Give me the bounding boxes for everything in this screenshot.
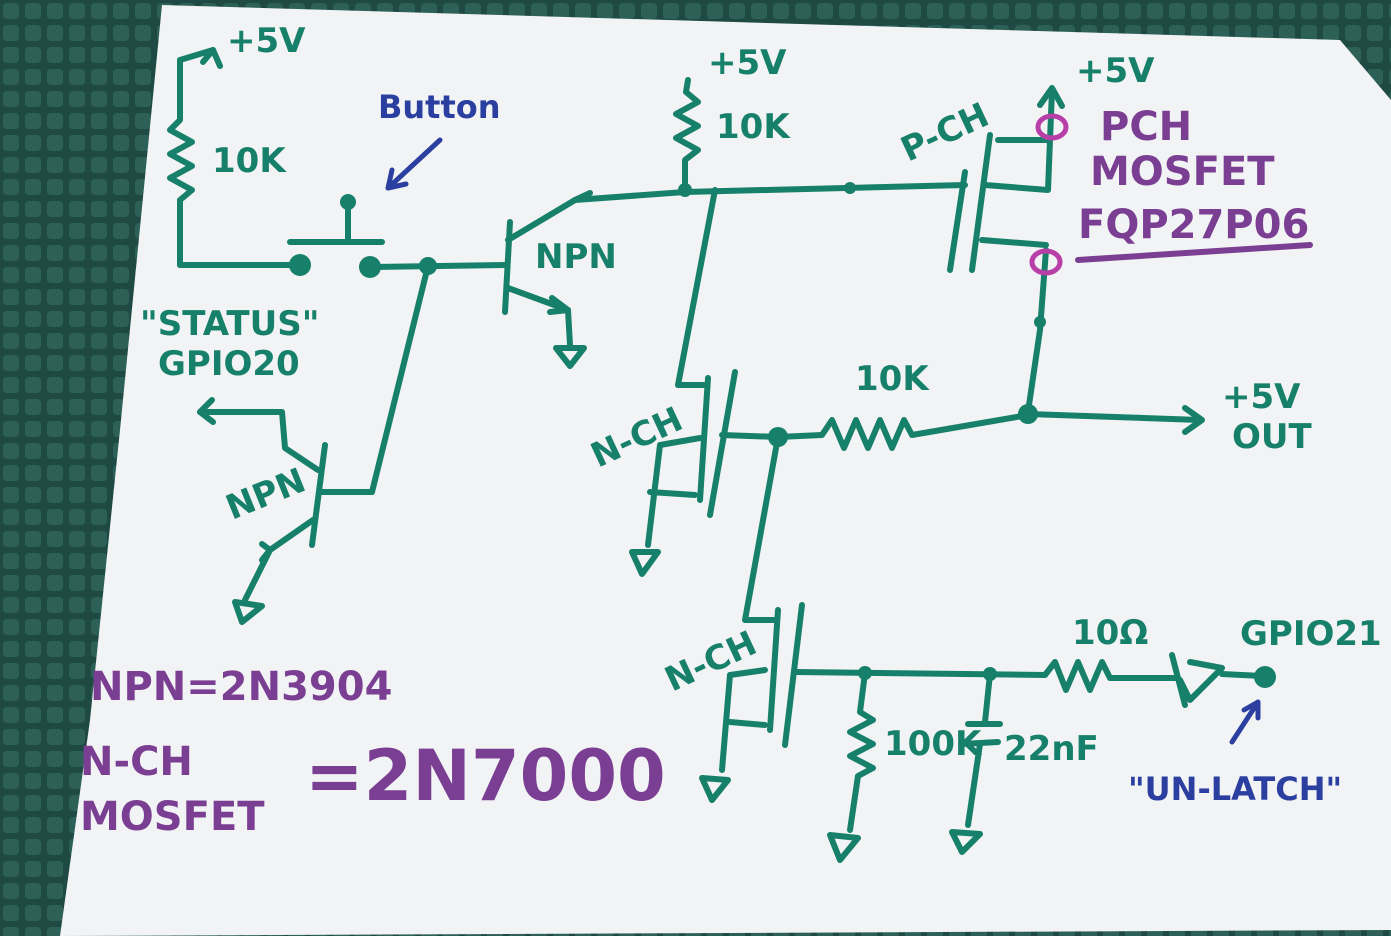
label-10k-bottom: 10K bbox=[855, 359, 930, 399]
label-npn-top: NPN bbox=[535, 237, 617, 277]
label-5v-out: +5V bbox=[1222, 377, 1301, 417]
label-out: OUT bbox=[1232, 417, 1313, 457]
label-pch-title: PCH bbox=[1100, 104, 1192, 150]
note-mosfet: MOSFET bbox=[80, 794, 265, 840]
wire-button-npn bbox=[367, 262, 508, 270]
unlatch-arrow bbox=[1229, 699, 1261, 745]
button-arrow bbox=[385, 137, 443, 191]
gate-rail bbox=[572, 77, 968, 388]
pch-source-mark bbox=[1035, 113, 1069, 141]
nch-mosfet-top bbox=[629, 369, 781, 577]
label-22nf: 22nF bbox=[1004, 729, 1099, 769]
note-nmos-part: =2N7000 bbox=[305, 735, 666, 817]
label-part-pmos: FQP27P06 bbox=[1078, 202, 1309, 248]
note-nch: N-CH bbox=[80, 739, 193, 785]
label-10k-left: 10K bbox=[212, 141, 287, 181]
label-5v-left: +5V bbox=[227, 21, 306, 61]
paper-sheet bbox=[60, 5, 1391, 936]
label-10k-mid: 10K bbox=[716, 107, 791, 147]
label-gpio20: GPIO20 bbox=[158, 344, 300, 384]
npn-transistor-top bbox=[502, 190, 593, 369]
label-unlatch: "UN-LATCH" bbox=[1128, 770, 1342, 808]
underline-part bbox=[1075, 242, 1313, 263]
pch-drain-mark bbox=[1029, 248, 1063, 276]
pch-mosfet bbox=[947, 85, 1065, 415]
pullup-left bbox=[167, 47, 303, 268]
label-5v-right: +5V bbox=[1076, 51, 1155, 91]
label-mosfet-pch: MOSFET bbox=[1090, 149, 1275, 195]
capacitor-22nf bbox=[949, 667, 1003, 855]
resistor-10-ohm-and-diode bbox=[1042, 652, 1276, 708]
note-npn-part: NPN=2N3904 bbox=[90, 664, 392, 710]
label-status: "STATUS" bbox=[140, 304, 319, 344]
push-button bbox=[287, 194, 385, 278]
npn-transistor-bottom bbox=[197, 263, 431, 625]
label-10-ohm: 10Ω bbox=[1072, 613, 1148, 653]
label-gpio21: GPIO21 bbox=[1240, 614, 1382, 654]
label-5v-mid: +5V bbox=[708, 43, 787, 83]
resistor-100k bbox=[827, 666, 876, 863]
label-button: Button bbox=[378, 88, 501, 126]
resistor-10k-out bbox=[768, 404, 1205, 451]
nch-mosfet-bottom bbox=[699, 434, 1048, 803]
